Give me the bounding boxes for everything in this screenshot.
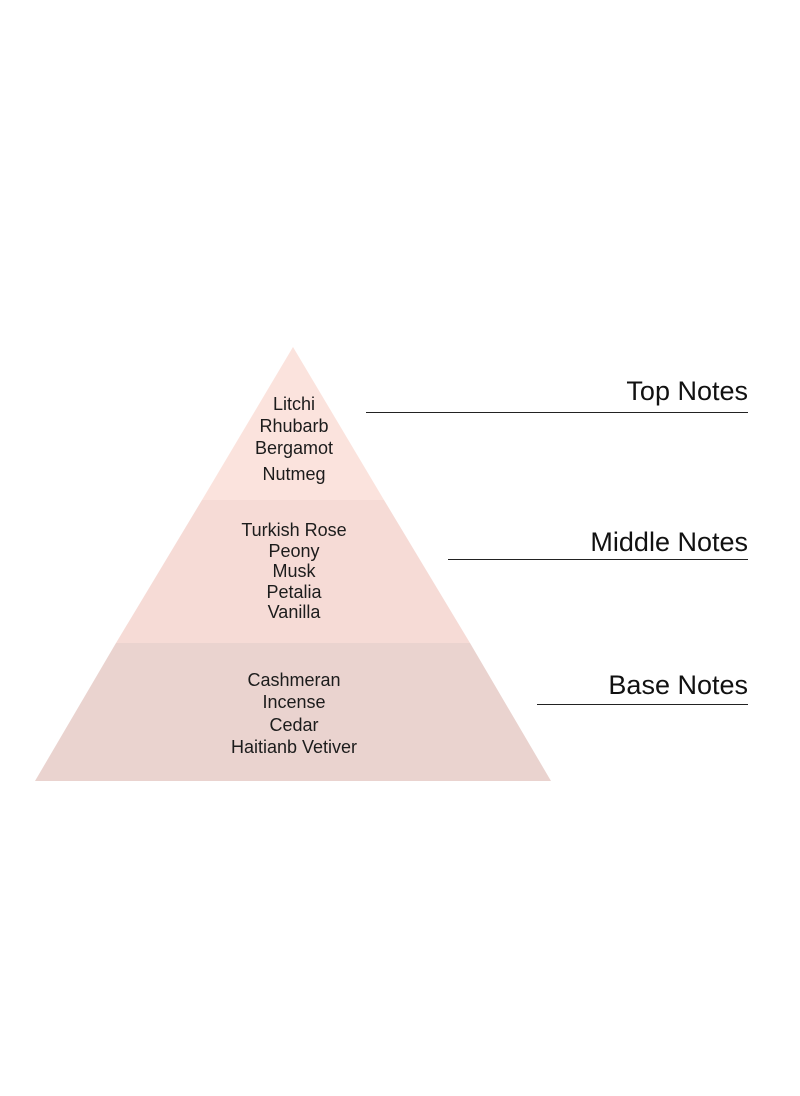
pyramid-tier-top <box>202 347 384 500</box>
pyramid-tier-middle <box>116 500 470 643</box>
note-item: Incense <box>262 692 326 713</box>
base-notes-leader-line <box>537 704 748 705</box>
base-notes-label: Base Notes <box>608 670 748 700</box>
note-item: Turkish Rose <box>241 520 347 540</box>
note-item: Peony <box>268 540 320 561</box>
note-item: Haitianb Vetiver <box>230 736 358 757</box>
top-notes-list: Litchi Rhubarb Bergamot Nutmeg <box>194 393 394 485</box>
note-item: Cedar <box>269 714 319 735</box>
base-notes-list: Cashmeran Incense Cedar Haitianb Vetiver <box>174 669 414 758</box>
note-item: Bergamot <box>254 438 334 458</box>
middle-notes-label: Middle Notes <box>590 527 748 557</box>
note-item: Nutmeg <box>262 464 326 484</box>
top-notes-label: Top Notes <box>626 376 748 406</box>
note-item: Rhubarb <box>259 416 329 436</box>
note-item: Litchi <box>272 394 316 414</box>
pyramid-tier-base <box>35 643 551 781</box>
middle-notes-leader-line <box>448 559 748 560</box>
note-item: Cashmeran <box>247 670 341 690</box>
note-item: Vanilla <box>267 602 321 622</box>
note-item: Petalia <box>266 581 322 602</box>
middle-notes-list: Turkish Rose Peony Musk Petalia Vanilla <box>174 520 414 623</box>
top-notes-leader-line <box>366 412 748 413</box>
note-item: Musk <box>272 561 316 581</box>
